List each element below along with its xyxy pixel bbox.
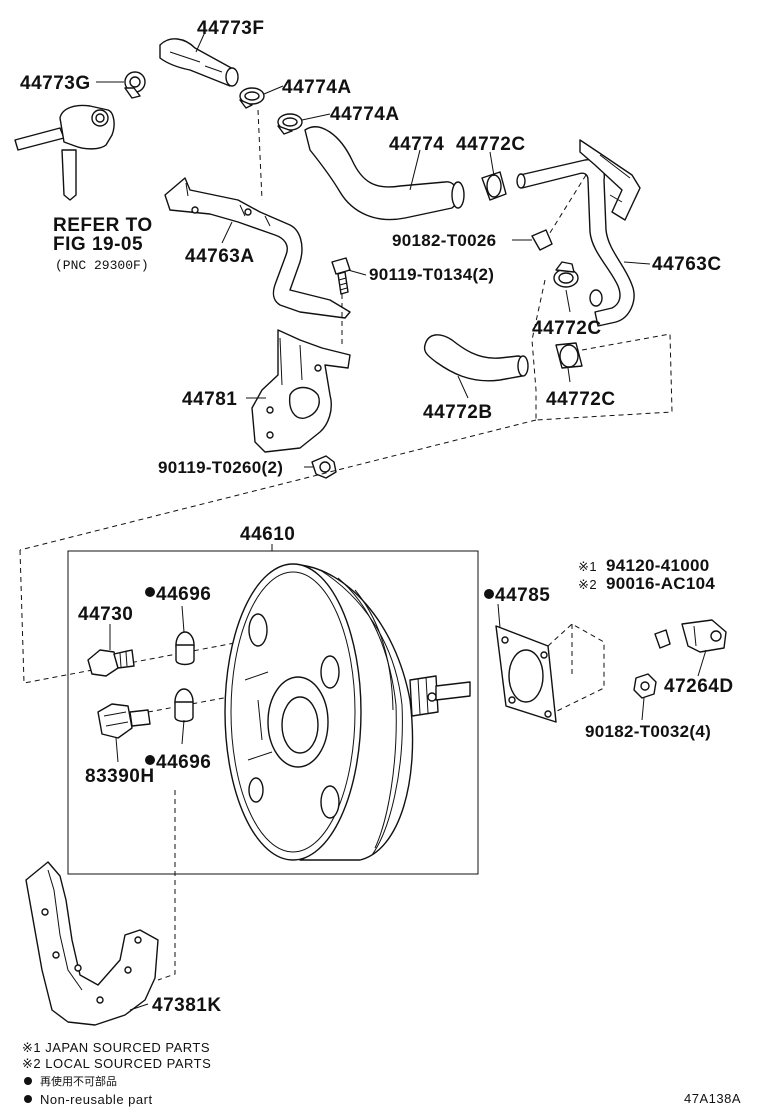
label-44696-2: 44696 — [156, 752, 211, 773]
leader-44774 — [409, 149, 421, 191]
mark-ref1: ※1 — [578, 559, 597, 574]
label-90016-ac104: 90016-AC104 — [606, 574, 715, 593]
nut-94120-41000 — [654, 629, 671, 649]
label-94120-41000: 94120-41000 — [606, 556, 710, 575]
dash-line-clip — [547, 174, 587, 237]
label-47264d: 47264D — [664, 676, 734, 697]
bolt-90119-t0260 — [311, 455, 337, 479]
leader-44772c-3 — [567, 367, 571, 383]
label-44772c-3: 44772C — [546, 389, 616, 410]
leader-44763c — [623, 261, 651, 265]
label-44610: 44610 — [240, 524, 295, 545]
bracket-44763a — [164, 177, 351, 319]
leader-44774a-1 — [263, 85, 284, 95]
label-44781: 44781 — [182, 389, 237, 410]
bracket-47381k — [25, 861, 159, 1026]
leader-83390h — [115, 737, 119, 763]
leader-47264d — [697, 649, 707, 677]
clip-47264d — [681, 619, 727, 653]
leader-44772c-2 — [565, 289, 571, 313]
booster-assembly-box — [67, 550, 479, 875]
clamp-44772c-2 — [553, 261, 579, 288]
label-44785: 44785 — [495, 585, 550, 606]
label-44696-1: 44696 — [156, 584, 211, 605]
label-44763c: 44763C — [652, 254, 722, 275]
sensor-83390h — [97, 703, 151, 739]
nonreusable-dot-44785 — [484, 589, 494, 599]
legend-nonreusable-jp: 再使用不可部品 — [40, 1074, 117, 1088]
label-90119-t0134: 90119-T0134(2) — [369, 265, 494, 284]
label-47381k: 47381K — [152, 995, 222, 1016]
leader-44696-1 — [181, 605, 185, 633]
dash-line-gasket — [547, 623, 605, 713]
dash-line-long — [19, 419, 537, 551]
leader-90182-t0032 — [641, 697, 645, 721]
nonreusable-dot-44696-2 — [145, 755, 155, 765]
leader-44763a — [221, 221, 233, 244]
label-44773f: 44773F — [197, 18, 264, 39]
clip-90182-t0026 — [531, 229, 553, 251]
label-44774a-2: 44774A — [330, 104, 400, 125]
nut-90182-t0032 — [633, 673, 657, 699]
legend: ※1 JAPAN SOURCED PARTS ※2 LOCAL SOURCED … — [22, 1040, 211, 1107]
figure-code: 47A138A — [684, 1091, 741, 1106]
hose-44772b — [423, 334, 529, 382]
clip-44773g — [124, 71, 146, 99]
hose-44773f — [159, 38, 239, 87]
label-44774a-1: 44774A — [282, 77, 352, 98]
legend-nonreusable-en: Non-reusable part — [40, 1092, 153, 1107]
leader-44772c-1 — [489, 151, 495, 177]
leader-44696-2 — [181, 719, 185, 745]
gasket-44785 — [495, 625, 557, 723]
check-valve-44730 — [87, 649, 135, 677]
clamp-44774a-1 — [239, 87, 265, 109]
dash-line-left — [19, 549, 241, 684]
refer-line-2: FIG 19-05 — [53, 234, 143, 255]
leader-44772b — [457, 375, 469, 399]
pipe-44763c — [516, 139, 641, 327]
label-90119-t0260: 90119-T0260(2) — [158, 458, 283, 477]
dash-line-clamp — [531, 279, 546, 420]
leader-44785 — [497, 603, 501, 629]
grommet-44696-2 — [174, 688, 194, 723]
legend-dot-en — [24, 1095, 32, 1103]
clamp-44772c-3 — [555, 342, 583, 369]
dash-line-hose — [257, 109, 263, 201]
dash-line-bracket — [535, 333, 673, 421]
clamp-44774a-2 — [277, 113, 303, 135]
label-90182-t0026: 90182-T0026 — [392, 231, 496, 250]
legend-japan-sourced: ※1 JAPAN SOURCED PARTS — [22, 1040, 210, 1055]
label-44773g: 44773G — [20, 73, 91, 94]
refer-line-1: REFER TO — [53, 215, 153, 236]
brake-booster-44610 — [224, 563, 471, 861]
clamp-44772c-1 — [481, 171, 507, 201]
label-83390h: 83390H — [85, 766, 155, 787]
label-44772c-2: 44772C — [532, 318, 602, 339]
leader-47381k — [129, 1003, 149, 1011]
label-44763a: 44763A — [185, 246, 255, 267]
leader-44773f — [195, 31, 206, 53]
bracket-44781 — [251, 329, 351, 453]
dash-line-lower — [157, 790, 176, 981]
label-44772b: 44772B — [423, 402, 493, 423]
refer-note: REFER TO FIG 19-05 (PNC 29300F) — [53, 215, 153, 273]
leader-44774a-2 — [301, 113, 331, 121]
grommet-44696-1 — [175, 631, 195, 666]
nonreusable-dot-44696-1 — [145, 587, 155, 597]
mark-ref2: ※2 — [578, 577, 597, 592]
legend-dot-jp — [24, 1077, 32, 1085]
hose-44774 — [304, 126, 465, 221]
label-90182-t0032: 90182-T0032(4) — [585, 722, 711, 741]
refer-line-3: (PNC 29300F) — [55, 258, 149, 273]
label-44772c-1: 44772C — [456, 134, 526, 155]
bolt-90119-t0134 — [331, 257, 351, 295]
dash-line-valve — [147, 694, 241, 713]
label-44730: 44730 — [78, 604, 133, 625]
leader-90119-t0134 — [347, 269, 367, 276]
check-valve-assembly — [14, 104, 115, 201]
label-44774: 44774 — [389, 134, 444, 155]
legend-local-sourced: ※2 LOCAL SOURCED PARTS — [22, 1056, 211, 1071]
